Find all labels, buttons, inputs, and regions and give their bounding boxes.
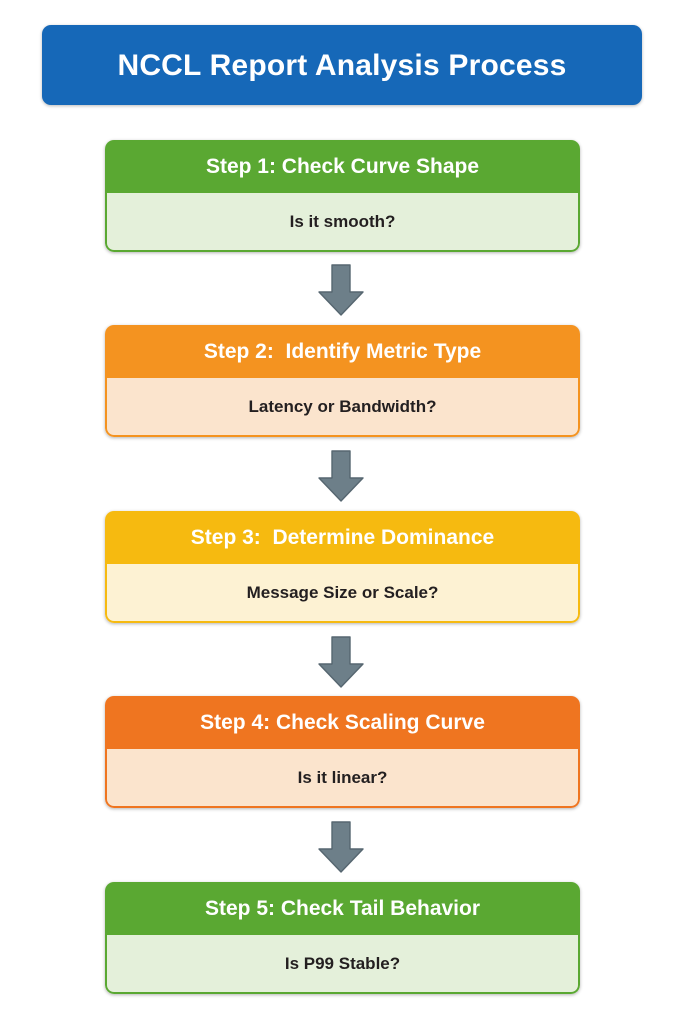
step-2-header: Step 2: Identify Metric Type [105,325,580,378]
step-3-body-label: Message Size or Scale? [246,582,439,602]
step-2-body-label: Latency or Bandwidth? [248,396,437,416]
step-1-body-label: Is it smooth? [289,211,396,231]
step-card-3[interactable]: Step 3: Determine Dominance Message Size… [105,511,580,623]
step-card-1[interactable]: Step 1: Check Curve Shape Is it smooth? [105,140,580,252]
step-card-4[interactable]: Step 4: Check Scaling Curve Is it linear… [105,696,580,808]
step-card-2[interactable]: Step 2: Identify Metric Type Latency or … [105,325,580,437]
step-4-body: Is it linear? [105,749,580,808]
step-4-body-label: Is it linear? [297,767,388,787]
step-5-header-label: Step 5: Check Tail Behavior [204,896,481,920]
step-4-header-label: Step 4: Check Scaling Curve [200,710,485,734]
arrow-down-icon-3 [318,636,364,688]
step-1-body: Is it smooth? [105,193,580,252]
step-card-5[interactable]: Step 5: Check Tail Behavior Is P99 Stabl… [105,882,580,994]
step-2-body: Latency or Bandwidth? [105,378,580,437]
page-title: NCCL Report Analysis Process [117,48,567,82]
step-1-header: Step 1: Check Curve Shape [105,140,580,193]
diagram-title-banner: NCCL Report Analysis Process [42,25,642,105]
step-5-header: Step 5: Check Tail Behavior [105,882,580,935]
arrow-down-icon-2 [318,450,364,502]
step-5-body-label: Is P99 Stable? [284,953,401,973]
step-3-body: Message Size or Scale? [105,564,580,623]
step-2-header-label: Step 2: Identify Metric Type [203,339,482,363]
arrow-down-icon-1 [318,264,364,316]
step-4-header: Step 4: Check Scaling Curve [105,696,580,749]
step-3-header: Step 3: Determine Dominance [105,511,580,564]
step-5-body: Is P99 Stable? [105,935,580,994]
arrow-down-icon-4 [318,821,364,873]
step-1-header-label: Step 1: Check Curve Shape [205,154,480,178]
step-3-header-label: Step 3: Determine Dominance [190,525,495,549]
